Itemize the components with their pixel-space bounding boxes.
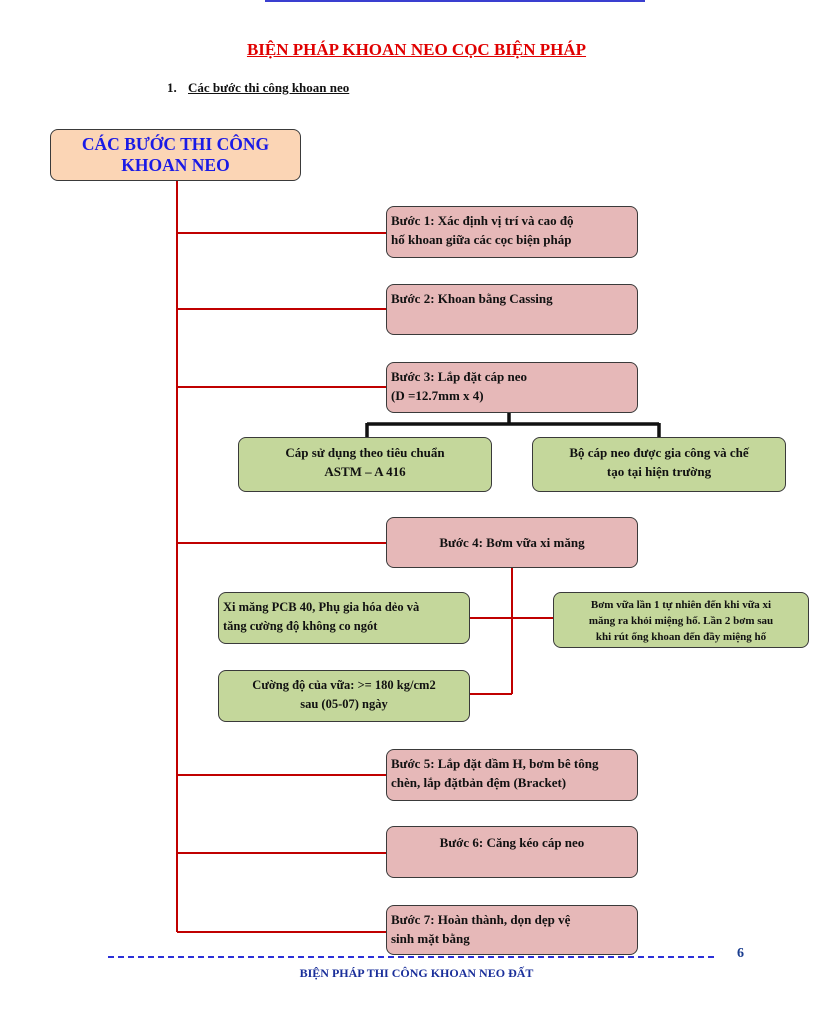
page-number: 6	[737, 946, 744, 961]
step-4-process-label: Bơm vữa lần 1 tự nhiên đến khi vữa xi mă…	[588, 599, 774, 643]
step-1-label: Bước 1: Xác định vị trí và cao độ hố kho…	[391, 213, 574, 247]
step-4-label: Bước 4: Bơm vữa xi măng	[439, 535, 585, 550]
footer-title: BIỆN PHÁP THI CÔNG KHOAN NEO ĐẤT	[299, 966, 534, 980]
step-4-strength-box: Cường độ của vữa: >= 180 kg/cm2 sau (05-…	[218, 670, 470, 722]
step-4-material-label: Xi măng PCB 40, Phụ gia hóa dẻo và tăng …	[223, 600, 420, 633]
step-3-left-box: Cáp sử dụng theo tiêu chuẩn ASTM – A 416	[238, 437, 492, 492]
footer-rule	[108, 956, 714, 958]
step-2-label: Bước 2: Khoan bằng Cassing	[391, 291, 553, 306]
page-title: BIỆN PHÁP KHOAN NEO CỌC BIỆN PHÁP	[246, 40, 587, 59]
step-5-box: Bước 5: Lắp đặt dầm H, bơm bê tông chèn,…	[386, 749, 638, 801]
top-rule	[265, 0, 645, 2]
step-3-label: Bước 3: Lắp đặt cáp neo (D =12.7mm x 4)	[391, 369, 527, 403]
step-6-label: Bước 6: Căng kéo cáp neo	[439, 835, 585, 850]
section-heading: 1. Các bước thi công khoan neo	[167, 80, 349, 96]
step-4-box: Bước 4: Bơm vữa xi măng	[386, 517, 638, 568]
step-3-right-label: Bộ cáp neo được gia công và chế tạo tại …	[569, 445, 749, 479]
step-3-box: Bước 3: Lắp đặt cáp neo (D =12.7mm x 4)	[386, 362, 638, 413]
flowchart-head: CÁC BƯỚC THI CÔNG KHOAN NEO	[50, 129, 301, 181]
step-4-process-box: Bơm vữa lần 1 tự nhiên đến khi vữa xi mă…	[553, 592, 809, 648]
step-3-left-label: Cáp sử dụng theo tiêu chuẩn ASTM – A 416	[285, 445, 445, 479]
section-title: Các bước thi công khoan neo	[188, 80, 350, 95]
step-6-box: Bước 6: Căng kéo cáp neo	[386, 826, 638, 878]
step-4-strength-label: Cường độ của vữa: >= 180 kg/cm2 sau (05-…	[252, 678, 436, 711]
flowchart-head-label: CÁC BƯỚC THI CÔNG KHOAN NEO	[81, 134, 270, 175]
step-5-label: Bước 5: Lắp đặt dầm H, bơm bê tông chèn,…	[391, 756, 599, 790]
section-number: 1.	[167, 80, 177, 95]
step-7-label: Bước 7: Hoàn thành, dọn dẹp vệ sinh mặt …	[391, 912, 571, 946]
step-7-box: Bước 7: Hoàn thành, dọn dẹp vệ sinh mặt …	[386, 905, 638, 955]
step-2-box: Bước 2: Khoan bằng Cassing	[386, 284, 638, 335]
step-4-material-box: Xi măng PCB 40, Phụ gia hóa dẻo và tăng …	[218, 592, 470, 644]
step-3-right-box: Bộ cáp neo được gia công và chế tạo tại …	[532, 437, 786, 492]
step-1-box: Bước 1: Xác định vị trí và cao độ hố kho…	[386, 206, 638, 258]
